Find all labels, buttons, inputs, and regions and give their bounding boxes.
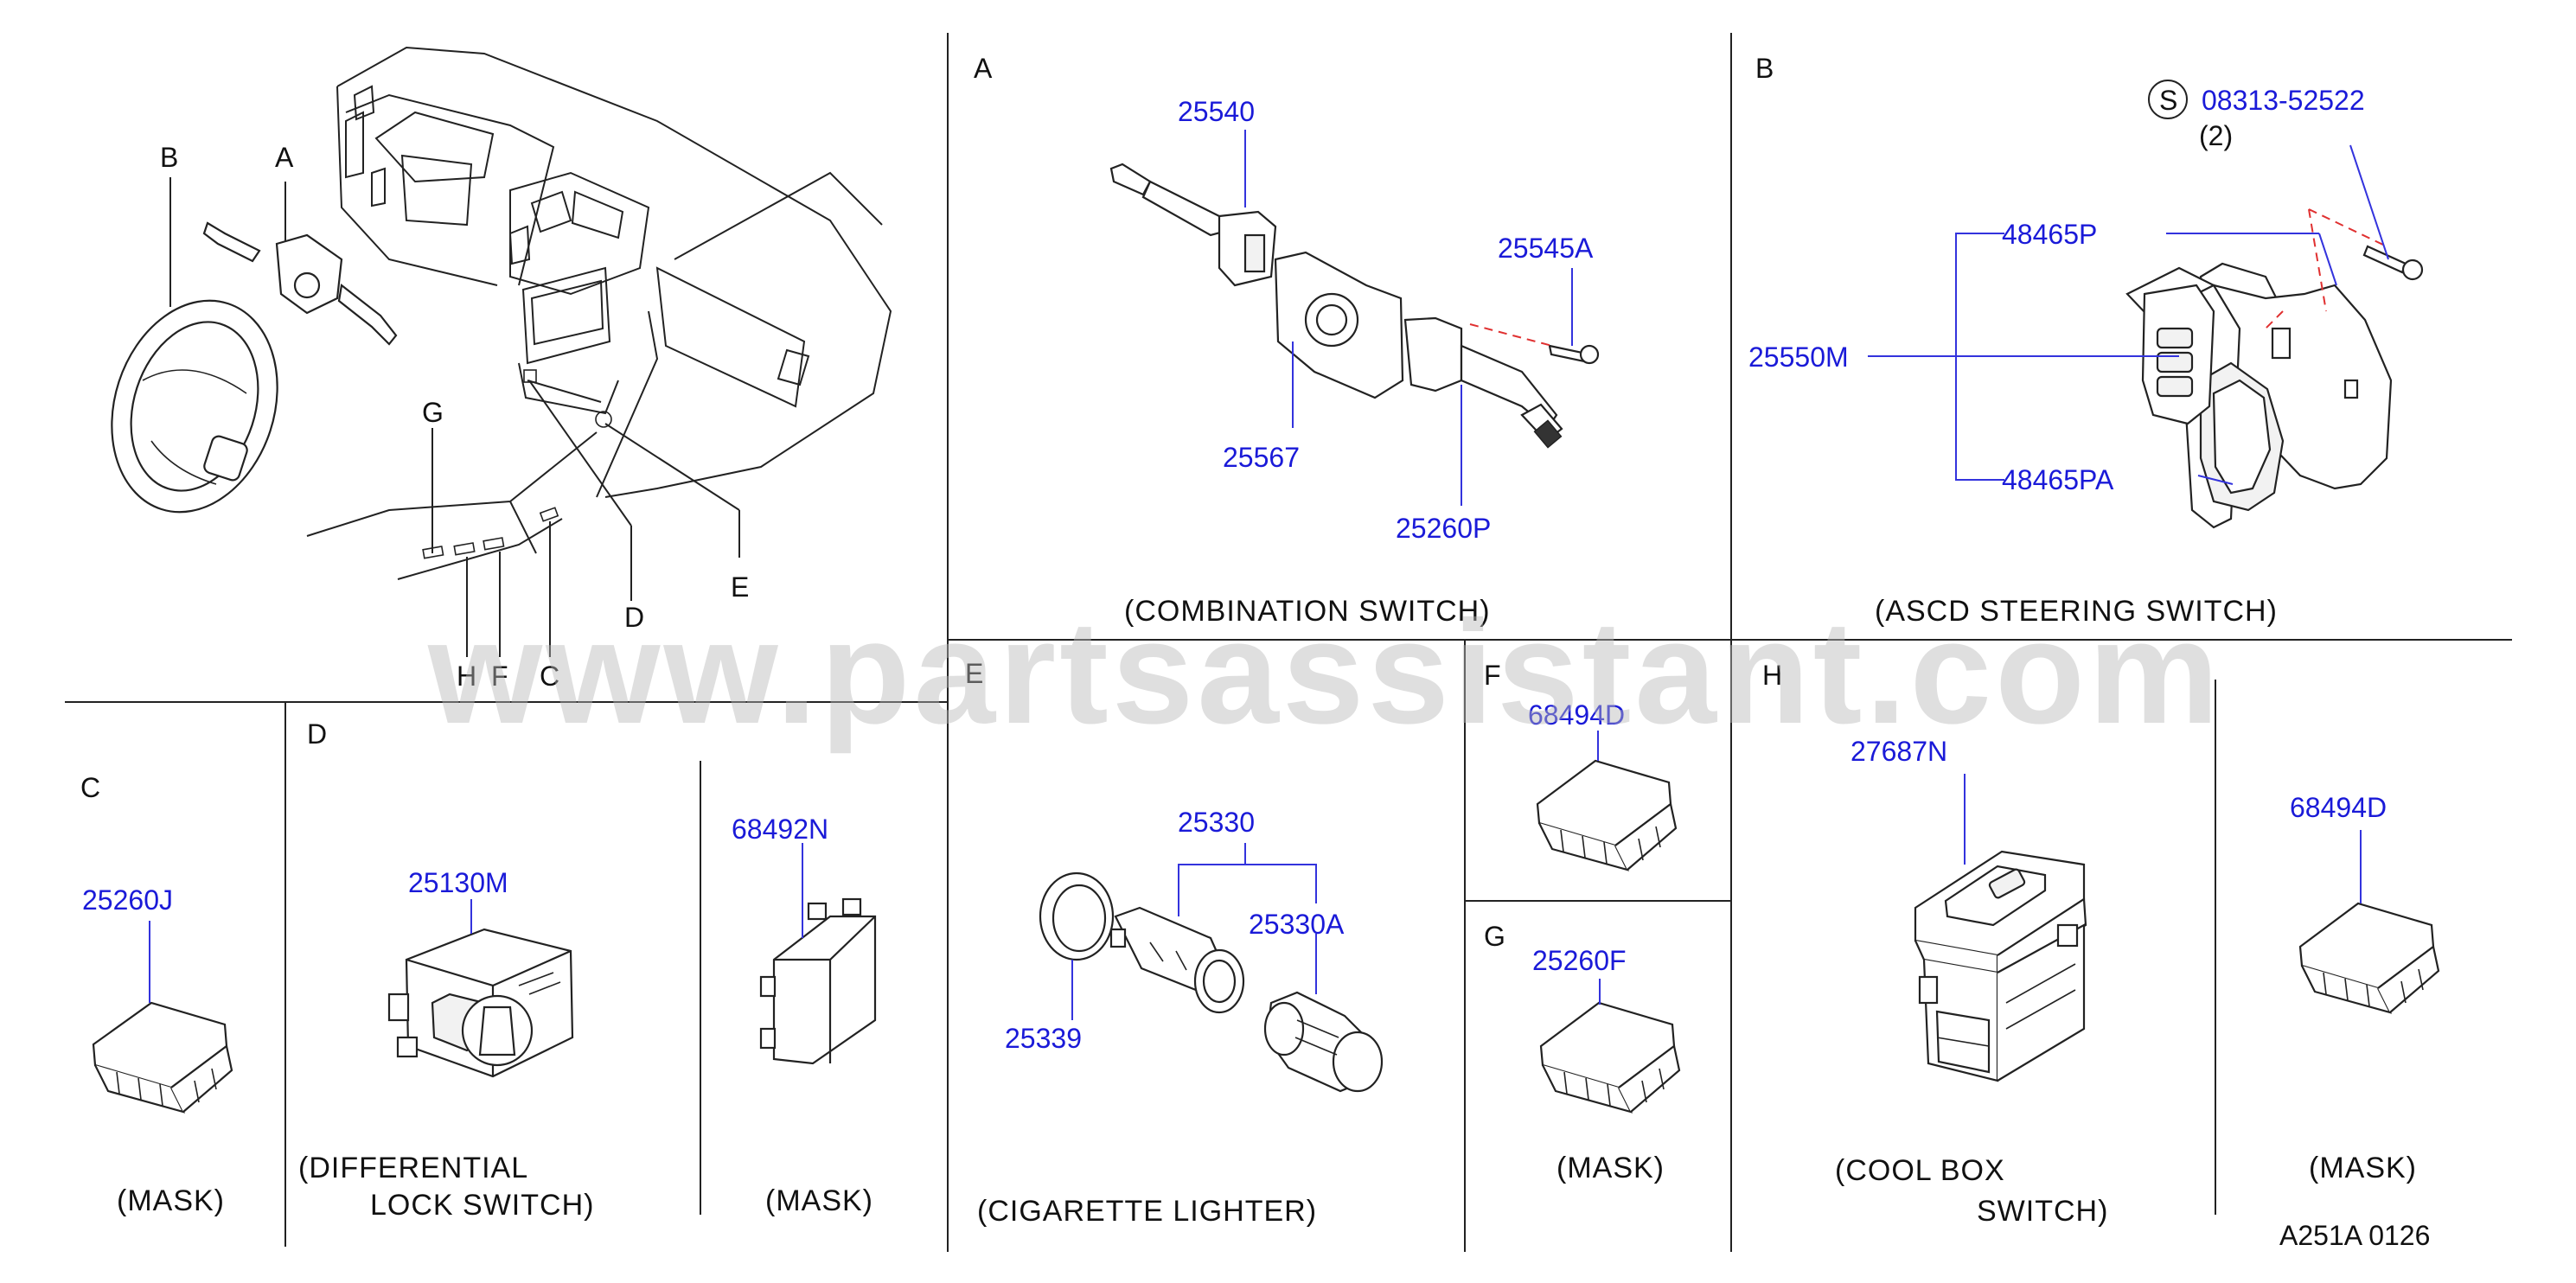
standard-part-symbol [2148,80,2188,119]
section-letter-a: A [974,53,993,84]
part-number-25567: 25567 [1223,442,1300,473]
steering-wheel-illustration [111,299,278,514]
part-number-08313-52522: 08313-52522 [2202,85,2365,116]
overview-label-d: D [624,602,644,633]
dashboard-overview: B A G D E H F C [111,46,892,692]
watermark-text: www.partsassistant.com [427,590,2222,755]
part-number-25260j: 25260J [82,884,173,916]
drawing-code: A251A 0126 [2279,1220,2430,1251]
cool-box-switch-illustration [1914,850,2087,1082]
overview-callout-leaders [169,177,740,657]
part-number-25550m: 25550M [1748,341,1849,373]
overview-label-b: B [160,142,178,173]
section-d-differential-lock-switch: D 25130M (DIFFERENTIAL LOCK SWITCH) 684 [298,718,877,1222]
part-number-68492n: 68492N [732,814,828,845]
part-number-25260p: 25260P [1396,513,1491,544]
part-number-h-68494d: 68494D [2290,792,2387,823]
section-letter-d: D [307,718,327,750]
section-letter-h: H [1762,660,1782,691]
part-number-25330a: 25330A [1249,909,1345,940]
screw-quantity: (2) [2199,120,2233,151]
overview-label-c: C [540,661,559,692]
part-number-48465p: 48465P [2002,219,2097,250]
a-screw-dash [1469,323,1553,347]
overview-label-e: E [731,571,749,603]
section-letter-c: C [80,772,100,803]
section-letter-b: B [1755,53,1774,84]
leader-bracket-25330 [1178,864,1317,916]
section-letter-f: F [1484,660,1501,691]
caption-g-mask: (MASK) [1556,1152,1665,1184]
leader-bracket-b [1955,233,2004,481]
combination-switch-small-illustration [202,221,398,346]
mask-g-illustration [1539,1001,1681,1114]
overview-label-g: G [422,397,444,428]
caption-cool-box-line1: (COOL BOX [1835,1154,2005,1187]
caption-c-mask: (MASK) [117,1184,225,1217]
leader-08313-52522 [2349,144,2389,260]
part-number-25260f: 25260F [1532,945,1627,976]
mask-h-illustration [2298,902,2440,1014]
leader-48465pa [2197,475,2234,485]
part-number-27687n: 27687N [1851,736,1947,767]
part-number-48465pa: 48465PA [2002,464,2114,495]
section-b-ascd-steering-switch: B S 08313-52522 (2) 48465P 25550 [1748,53,2424,628]
overview-label-a: A [275,142,294,173]
caption-cigarette-lighter: (CIGARETTE LIGHTER) [977,1195,1317,1228]
caption-differential-line1: (DIFFERENTIAL [298,1152,528,1184]
differential-lock-switch-illustration [387,928,574,1078]
caption-cool-box-line2: SWITCH) [1977,1195,2108,1228]
section-c-mask: C 25260J (MASK) [80,772,233,1217]
section-letter-g: G [1484,921,1505,952]
overview-label-f: F [491,661,508,692]
caption-differential-line2: LOCK SWITCH) [370,1189,594,1222]
caption-combination-switch: (COMBINATION SWITCH) [1124,595,1491,628]
caption-ascd-steering-switch: (ASCD STEERING SWITCH) [1875,595,2278,628]
part-number-25540: 25540 [1178,96,1255,127]
ascd-switch-illustration [2125,245,2424,529]
mask-c-illustration [92,1001,233,1114]
part-number-25339: 25339 [1005,1023,1082,1054]
dashboard-illustration [306,46,892,580]
section-a-combination-switch: A 25540 25545A 25567 25260P (COMBINATION… [974,53,1600,628]
mask-d-illustration [759,897,877,1065]
section-h-cool-box-switch: H 27687N (COOL BOX SWITCH) 68494D (MASK) [1762,660,2440,1228]
section-letter-e: E [965,658,983,689]
part-number-f-68494d: 68494D [1528,699,1625,731]
caption-h-mask: (MASK) [2309,1152,2417,1184]
part-number-25545a: 25545A [1498,233,1594,264]
mask-f-illustration [1536,759,1678,871]
standard-part-symbol-letter: S [2159,85,2177,116]
section-e-cigarette-lighter: E 25330 25330A 25339 (CIGARETTE LIGHTER) [965,658,1384,1228]
cigarette-lighter-illustration [1039,871,1384,1093]
section-f-mask: F 68494D [1484,660,1678,871]
section-g-mask: G 25260F (MASK) [1484,921,1681,1184]
b-screw-dash [2265,208,2387,329]
combination-switch-illustration [1109,163,1600,449]
part-number-25130m: 25130M [408,867,508,898]
caption-d-mask: (MASK) [765,1184,873,1217]
part-number-25330: 25330 [1178,807,1255,838]
section-dividers [65,33,2512,1252]
overview-label-h: H [457,661,476,692]
leader-48465p-tail [2318,233,2337,286]
